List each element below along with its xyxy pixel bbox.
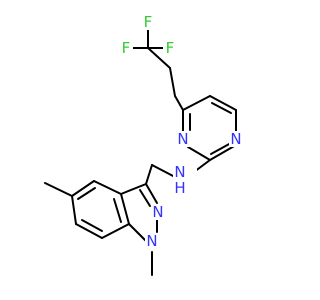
bond-benz-c3a-c7a-double: [113, 198, 122, 223]
bond-ind-c7a-c3a: [120, 193, 130, 225]
bond-benz-c6-c7: [75, 223, 103, 239]
fluorine-label-top: F: [144, 13, 153, 31]
bonds: [44, 27, 237, 276]
nitrogen-label-indazole-lower: N: [146, 232, 157, 250]
bond-ch2-ch2: [169, 67, 176, 97]
nitrogen-label-pyrimidine-upper: N: [230, 130, 241, 148]
bond-pyr-n1-c2: [209, 144, 237, 161]
bond-ind-c3a-c3: [120, 183, 147, 195]
bond-benz-c3a-c4: [93, 180, 122, 195]
bond-ch2-indazole: [145, 164, 153, 185]
bond-pyr-c2-n3: [187, 146, 211, 161]
bond-pyr-c5-c6-double: [211, 102, 232, 114]
mask-n-pyr-upper: [229, 131, 243, 147]
nitrogen-label-amine: N: [174, 163, 185, 181]
bond-benz-c5-c6: [71, 195, 77, 225]
bond-ch2-pyrimidine: [174, 95, 184, 111]
mask-n-ind-upper: [151, 204, 165, 220]
bond-ind-n1-c7a: [128, 223, 149, 244]
mask-f-left: [119, 40, 133, 56]
mask-n-pyr-lower: [176, 131, 190, 147]
bond-nh-ch2: [151, 164, 176, 178]
fluorine-label-right: F: [166, 39, 175, 57]
bond-pyr-c4-c5: [182, 95, 211, 111]
fluorine-label-left: F: [122, 39, 131, 57]
bond-ind-c3-n2-double: [139, 189, 151, 207]
atom-labels: F F F N N N H N N: [119, 13, 243, 250]
mask-f-right: [163, 40, 177, 56]
bond-c5-methyl: [44, 182, 73, 197]
mask-nh: [173, 164, 197, 180]
mask-n-ind-lower: [145, 233, 159, 249]
bond-benz-c4-c5-double: [77, 187, 96, 200]
hydrogen-label-amine: H: [174, 179, 185, 197]
bond-cf3-ch2: [147, 47, 171, 69]
molecule-structure-drawing: F F F N N N H N N: [44, 13, 243, 276]
nitrogen-label-pyrimidine-lower: N: [177, 130, 188, 148]
bond-benz-c7-c7a: [101, 223, 130, 239]
nitrogen-label-indazole-upper: N: [152, 203, 163, 221]
bond-benz-c4-c5: [71, 180, 95, 197]
bond-ind-c3-n2: [145, 183, 158, 204]
bond-pyr-n1-c2-double: [210, 142, 232, 155]
mask-f-top: [141, 14, 155, 30]
bond-benz-c6-c7-double: [81, 219, 103, 232]
bond-pyr-c5-c6: [209, 95, 237, 111]
